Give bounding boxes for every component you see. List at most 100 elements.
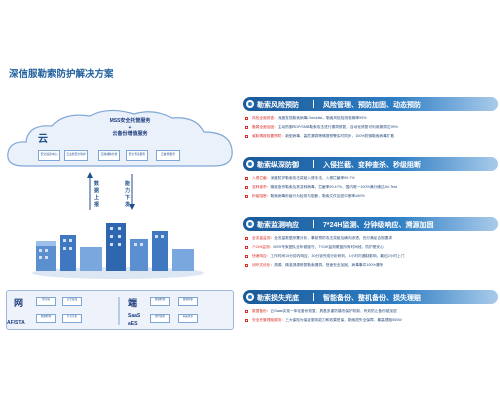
section-list: 风险全面排查：深度发现勒索病毒Checklist，勒索风险检测准确率99% 脆弱… <box>243 114 498 141</box>
section-name: 勒索风险预防 <box>257 101 299 109</box>
list-item: 7*24H监测：MSS专家团队全年候值守，7*24H监测覆盖所有时间段，防护更安… <box>243 243 498 252</box>
list-item: 秒级阻断：勒索病毒秒级行为检测与阻断，勒索文件加密中断率≥90% <box>243 192 498 201</box>
section-list: 全流量监测：全流量数据采集分析，事前预防攻击突破及横向渗透，充分满足合规要求 7… <box>243 234 498 270</box>
network-chip: 安全感知 <box>62 297 82 306</box>
item-text: 深度防护勒索攻击突破入侵手法，入侵拦截率99.7% <box>270 176 355 180</box>
section-name: 勒索损失兜底 <box>257 294 299 302</box>
item-lead: 快速响应： <box>252 254 271 258</box>
bullet-icon <box>245 135 248 138</box>
item-lead: 脆弱全面加固： <box>252 125 278 129</box>
bullet-icon <box>245 126 248 129</box>
cloud-chip: 云主机安全防护 <box>64 150 88 161</box>
buildings-illustration <box>32 223 204 279</box>
shield-icon <box>246 160 254 168</box>
section-risk-prevention: 勒索风险预防 风险管理、预防加固、动态预防 风险全面排查：深度发现勒索病毒Che… <box>243 97 498 141</box>
endpoint-chip: 文件备份 <box>150 314 170 323</box>
shield-icon <box>246 100 254 108</box>
list-item: 入侵拦截：深度防护勒索攻击突破入侵手法，入侵拦截率99.7% <box>243 174 498 183</box>
item-text: 精准查杀勒索及其变种病毒，拦截率99.47%，国内唯一100%满分通过AV-Te… <box>270 185 397 189</box>
cloud-chip: 云备份服务 <box>156 150 180 161</box>
network-chip: 防火墙 <box>36 297 56 306</box>
network-chip: 行为分析 <box>62 314 82 323</box>
flow-up-label: 数据上报 <box>93 181 99 208</box>
cloud-chip: 安全专家服务 <box>126 150 148 161</box>
endpoint-chip: 终端防护 <box>178 297 198 306</box>
list-item: 快速响应：工作时间15分钟内响应，30分钟完成分析研判，1小时内遏制影响，最迟2… <box>243 252 498 261</box>
cloud-title-plus: + <box>128 124 132 131</box>
list-item: 风险全面排查：深度发现勒索病毒Checklist，勒索风险检测准确率99% <box>243 114 498 123</box>
bullet-icon <box>245 237 248 240</box>
section-tagline: 风险管理、预防加固、动态预防 <box>323 101 421 109</box>
network-sub-label: AF/STA <box>7 320 25 326</box>
endpoint-chip: 终端检测 <box>150 297 170 306</box>
item-text: 主动防御RDP/SMB勒索攻击进行漏洞修复，自动化修复可利用漏洞达99% <box>277 125 398 129</box>
section-header: 勒索风险预防 风险管理、预防加固、动态预防 <box>243 97 498 111</box>
page-title: 深信服勒索防护解决方案 <box>9 69 114 80</box>
endpoint-sub-label-1: SaaS <box>128 313 141 319</box>
item-text: 全流量数据采集分析，事前预防攻击突破及横向渗透，充分满足合规要求 <box>274 236 393 240</box>
item-lead: 安全托管理赔服务： <box>252 318 286 322</box>
section-tagline: 智能备份、整机备份、损失理赔 <box>323 294 421 302</box>
cloud-title: MSS安全托管服务 + 云备份增值服务 <box>80 118 180 138</box>
bullet-icon <box>245 117 248 120</box>
list-item: 变种查杀：精准查杀勒索及其变种病毒，拦截率99.47%，国内唯一100%满分通过… <box>243 183 498 192</box>
bullet-icon <box>245 186 248 189</box>
section-defense-in-depth: 勒索纵深防御 入侵拦截、变种查杀、秒级阻断 入侵拦截：深度防护勒索攻击突破入侵手… <box>243 157 498 201</box>
bullet-icon <box>245 264 248 267</box>
section-divider <box>313 293 314 301</box>
section-name: 勒索纵深防御 <box>257 161 299 169</box>
item-text: 深度发现勒索病毒Checklist，勒索风险检测准确率99% <box>277 116 367 120</box>
section-tagline: 7*24H监测、分钟级响应、溯源加固 <box>323 221 434 229</box>
section-header: 勒索纵深防御 入侵拦截、变种查杀、秒级阻断 <box>243 157 498 171</box>
list-item: 安全托管理赔服务：三大保险为保证服务能力和效果担保，勒索损失全保障，最高理赔50… <box>243 316 498 325</box>
shield-icon <box>246 220 254 228</box>
list-item: 全流量监测：全流量数据采集分析，事前预防攻击突破及横向渗透，充分满足合规要求 <box>243 234 498 243</box>
panel-divider-arrow <box>118 297 120 325</box>
bullet-icon <box>245 310 248 313</box>
item-lead: 入侵拦截： <box>252 176 271 180</box>
section-divider <box>313 160 314 168</box>
section-divider <box>313 220 314 228</box>
item-lead: 数据备份： <box>252 309 271 313</box>
network-label: 网 <box>14 298 24 308</box>
item-text: 勒索病毒秒级行为检测与阻断，勒索文件加密中断率≥90% <box>270 194 365 198</box>
list-item: 闭环式优化：溯源、精准溯源修复勒索漏洞，快速安全加固，病毒事件100%清除 <box>243 261 498 270</box>
section-header: 勒索监测响应 7*24H监测、分钟级响应、溯源加固 <box>243 217 498 231</box>
flow-arrows <box>87 172 135 210</box>
section-tagline: 入侵拦截、变种查杀、秒级阻断 <box>323 161 421 169</box>
cloud-chip: 安全运营中心 <box>38 150 60 161</box>
bullet-icon <box>245 246 248 249</box>
item-lead: 风险全面排查： <box>252 116 278 120</box>
bullet-icon <box>245 255 248 258</box>
item-text: 云Saas实现一体化备份恢复，具备多重防篡改保护机制，有效防止备份被加密 <box>270 309 397 313</box>
item-lead: 变种查杀： <box>252 185 271 189</box>
item-lead: 7*24H监测： <box>252 245 274 249</box>
section-header: 勒索损失兜底 智能备份、整机备份、损失理赔 <box>243 290 498 304</box>
bullet-icon <box>245 195 248 198</box>
section-list: 入侵拦截：深度防护勒索攻击突破入侵手法，入侵拦截率99.7% 变种查杀：精准查杀… <box>243 174 498 201</box>
cloud-title-line1: MSS安全托管服务 <box>109 118 151 124</box>
flow-down-label: 能力下发 <box>124 181 130 208</box>
item-lead: 闭环式优化： <box>252 263 275 267</box>
item-text: 三大保险为保证服务能力和效果担保，勒索损失全保障，最高理赔500W <box>285 318 402 322</box>
endpoint-chip: 病毒查杀 <box>178 314 198 323</box>
bullet-icon <box>245 177 248 180</box>
network-endpoint-panel <box>6 290 234 330</box>
cloud-chip: 云端威胁分析 <box>98 150 120 161</box>
item-lead: 威胁情报前置预防： <box>252 134 286 138</box>
bullet-icon <box>245 319 248 322</box>
section-monitoring-response: 勒索监测响应 7*24H监测、分钟级响应、溯源加固 全流量监测：全流量数据采集分… <box>243 217 498 270</box>
list-item: 脆弱全面加固：主动防御RDP/SMB勒索攻击进行漏洞修复，自动化修复可利用漏洞达… <box>243 123 498 132</box>
cloud-label: 云 <box>38 134 48 145</box>
item-text: 溯源、精准溯源修复勒索漏洞，快速安全加固，病毒事件100%清除 <box>274 263 384 267</box>
section-divider <box>313 100 314 108</box>
list-item: 威胁情报前置预防：新型病毒、高危漏洞等情报预警实时同步，100%防御勒索病毒扩散 <box>243 132 498 141</box>
cloud-title-line2: 云备份增值服务 <box>112 131 148 137</box>
list-item: 数据备份：云Saas实现一体化备份恢复，具备多重防篡改保护机制，有效防止备份被加… <box>243 307 498 316</box>
item-text: 工作时间15分钟内响应，30分钟完成分析研判，1小时内遏制影响，最迟2小时上门 <box>270 254 405 258</box>
section-name: 勒索监测响应 <box>257 221 299 229</box>
item-text: MSS专家团队全年候值守，7*24H监测覆盖所有时间段，防护更安心 <box>273 245 384 249</box>
shield-icon <box>246 293 254 301</box>
endpoint-label: 端 <box>128 298 138 308</box>
item-lead: 全流量监测： <box>252 236 275 240</box>
